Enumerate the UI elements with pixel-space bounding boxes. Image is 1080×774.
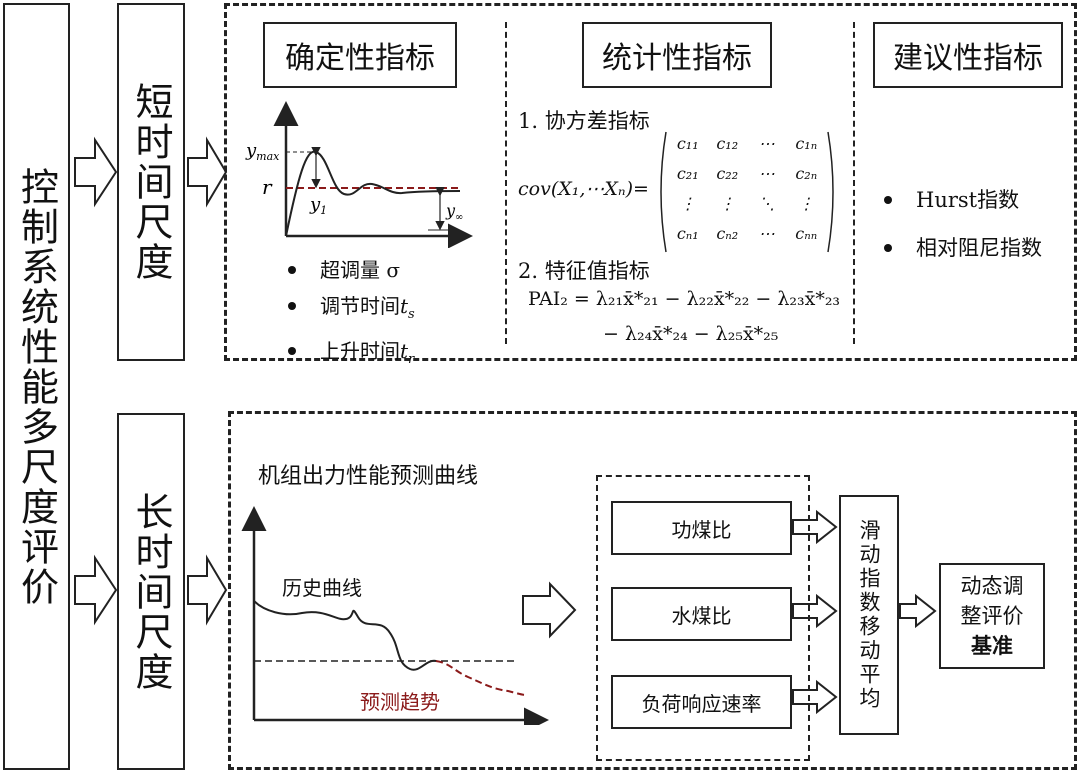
deterministic-bullets: 超调量 σ 调节时间ts 上升时间tr	[288, 252, 415, 378]
matrix-grid: c₁₁ c₁₂ ⋯ c₁ₙ c₂₁ c₂₂ ⋯ c₂ₙ ⋮ ⋮ ⋱ ⋮ cₙ₁ cₙ₂ ⋯ cₙₙ	[668, 132, 826, 246]
statistical-heading: 统计性指标	[582, 22, 772, 88]
bullet-damping: 相对阻尼指数	[884, 224, 1042, 272]
matrix-cell: ⋯	[758, 164, 775, 183]
matrix-cell: c₁ₙ	[795, 134, 818, 153]
arrow-short-to-indicators	[187, 136, 228, 208]
index-power-coal: 功煤比	[611, 501, 792, 555]
pai-line1: PAI₂ = λ₂₁x̄*₂₁ − λ₂₂x̄*₂₂ − λ₂₃x̄*₂₃	[528, 288, 841, 310]
result-line2: 整评价	[960, 604, 1024, 628]
divider-1	[505, 22, 507, 344]
matrix-cell: ⋯	[758, 134, 775, 153]
arrow-long-to-prediction	[187, 554, 228, 626]
matrix-cell: c₁₂	[716, 134, 739, 153]
matrix-cell: c₂₁	[676, 164, 699, 183]
index-load-response: 负荷响应速率	[611, 675, 792, 729]
matrix-cell: ⋯	[758, 224, 775, 243]
bullet-hurst: Hurst指数	[884, 176, 1042, 224]
result-line1: 动态调	[960, 574, 1024, 598]
matrix-cell: cₙ₂	[716, 224, 739, 243]
matrix-cell: cₙₙ	[795, 224, 818, 243]
suggestive-bullets: Hurst指数 相对阻尼指数	[884, 176, 1042, 272]
eig-label: 2. 特征值指标	[518, 259, 650, 283]
matrix-cell: ⋮	[679, 194, 696, 213]
history-label: 历史曲线	[282, 576, 362, 600]
divider-2	[853, 22, 855, 344]
forecast-label: 预测趋势	[360, 690, 440, 714]
short-scale-box: 短时间尺度	[117, 3, 185, 361]
matrix-cell: cₙ₁	[676, 224, 699, 243]
long-prediction-panel	[228, 411, 1077, 770]
short-indicators-panel	[224, 3, 1077, 361]
moving-average-box: 滑动指数移动平均	[839, 495, 899, 735]
forecast-curve	[435, 660, 527, 696]
pai-line2: − λ₂₄x̄*₂₄ − λ₂₅x̄*₂₅	[603, 323, 779, 345]
suggestive-heading: 建议性指标	[873, 22, 1063, 88]
bullet-overshoot: 超调量 σ	[288, 252, 415, 288]
index-water-coal: 水煤比	[611, 587, 792, 641]
main-title-box: 控制系统性能多尺度评价	[3, 3, 70, 770]
arrow-main-to-long	[74, 554, 118, 626]
long-scale-box: 长时间尺度	[117, 413, 185, 770]
prediction-plot	[241, 506, 549, 725]
history-curve	[253, 600, 437, 671]
y1-label: y1	[309, 194, 327, 217]
yinf-label: y∞	[445, 201, 463, 223]
cov-formula: cov(X₁,⋯Xₙ)=	[518, 178, 649, 200]
main-title: 控制系统性能多尺度评价	[14, 166, 59, 607]
matrix-cell: c₁₁	[676, 134, 699, 153]
step-response-plot: ymax r y1 y∞	[245, 101, 473, 248]
deterministic-heading: 确定性指标	[263, 22, 457, 88]
matrix-cell: c₂₂	[716, 164, 739, 183]
r-label: r	[262, 175, 273, 199]
matrix-cell: ⋮	[719, 194, 736, 213]
response-curve	[285, 150, 461, 237]
ymax-label: ymax	[245, 140, 280, 163]
curve-title: 机组出力性能预测曲线	[258, 464, 479, 489]
result-box: 动态调 整评价 基准	[939, 563, 1045, 669]
moving-average-label: 滑动指数移动平均	[857, 519, 881, 711]
bullet-settling-time: 调节时间ts	[288, 288, 415, 333]
result-line3: 基准	[971, 633, 1013, 658]
cov-label: 1. 协方差指标	[518, 109, 650, 133]
arrow-main-to-short	[74, 136, 118, 208]
cov-matrix: c₁₁ c₁₂ ⋯ c₁ₙ c₂₁ c₂₂ ⋯ c₂ₙ ⋮ ⋮ ⋱ ⋮ cₙ₁ cₙ₂ ⋯ cₙₙ	[656, 130, 838, 254]
matrix-cell: c₂ₙ	[795, 164, 818, 183]
matrix-cell: ⋱	[758, 194, 775, 213]
indices-group	[596, 475, 810, 761]
matrix-cell: ⋮	[798, 194, 815, 213]
short-scale-label: 短时间尺度	[129, 82, 173, 282]
long-scale-label: 长时间尺度	[129, 491, 173, 692]
bullet-rise-time: 上升时间tr	[288, 333, 415, 378]
